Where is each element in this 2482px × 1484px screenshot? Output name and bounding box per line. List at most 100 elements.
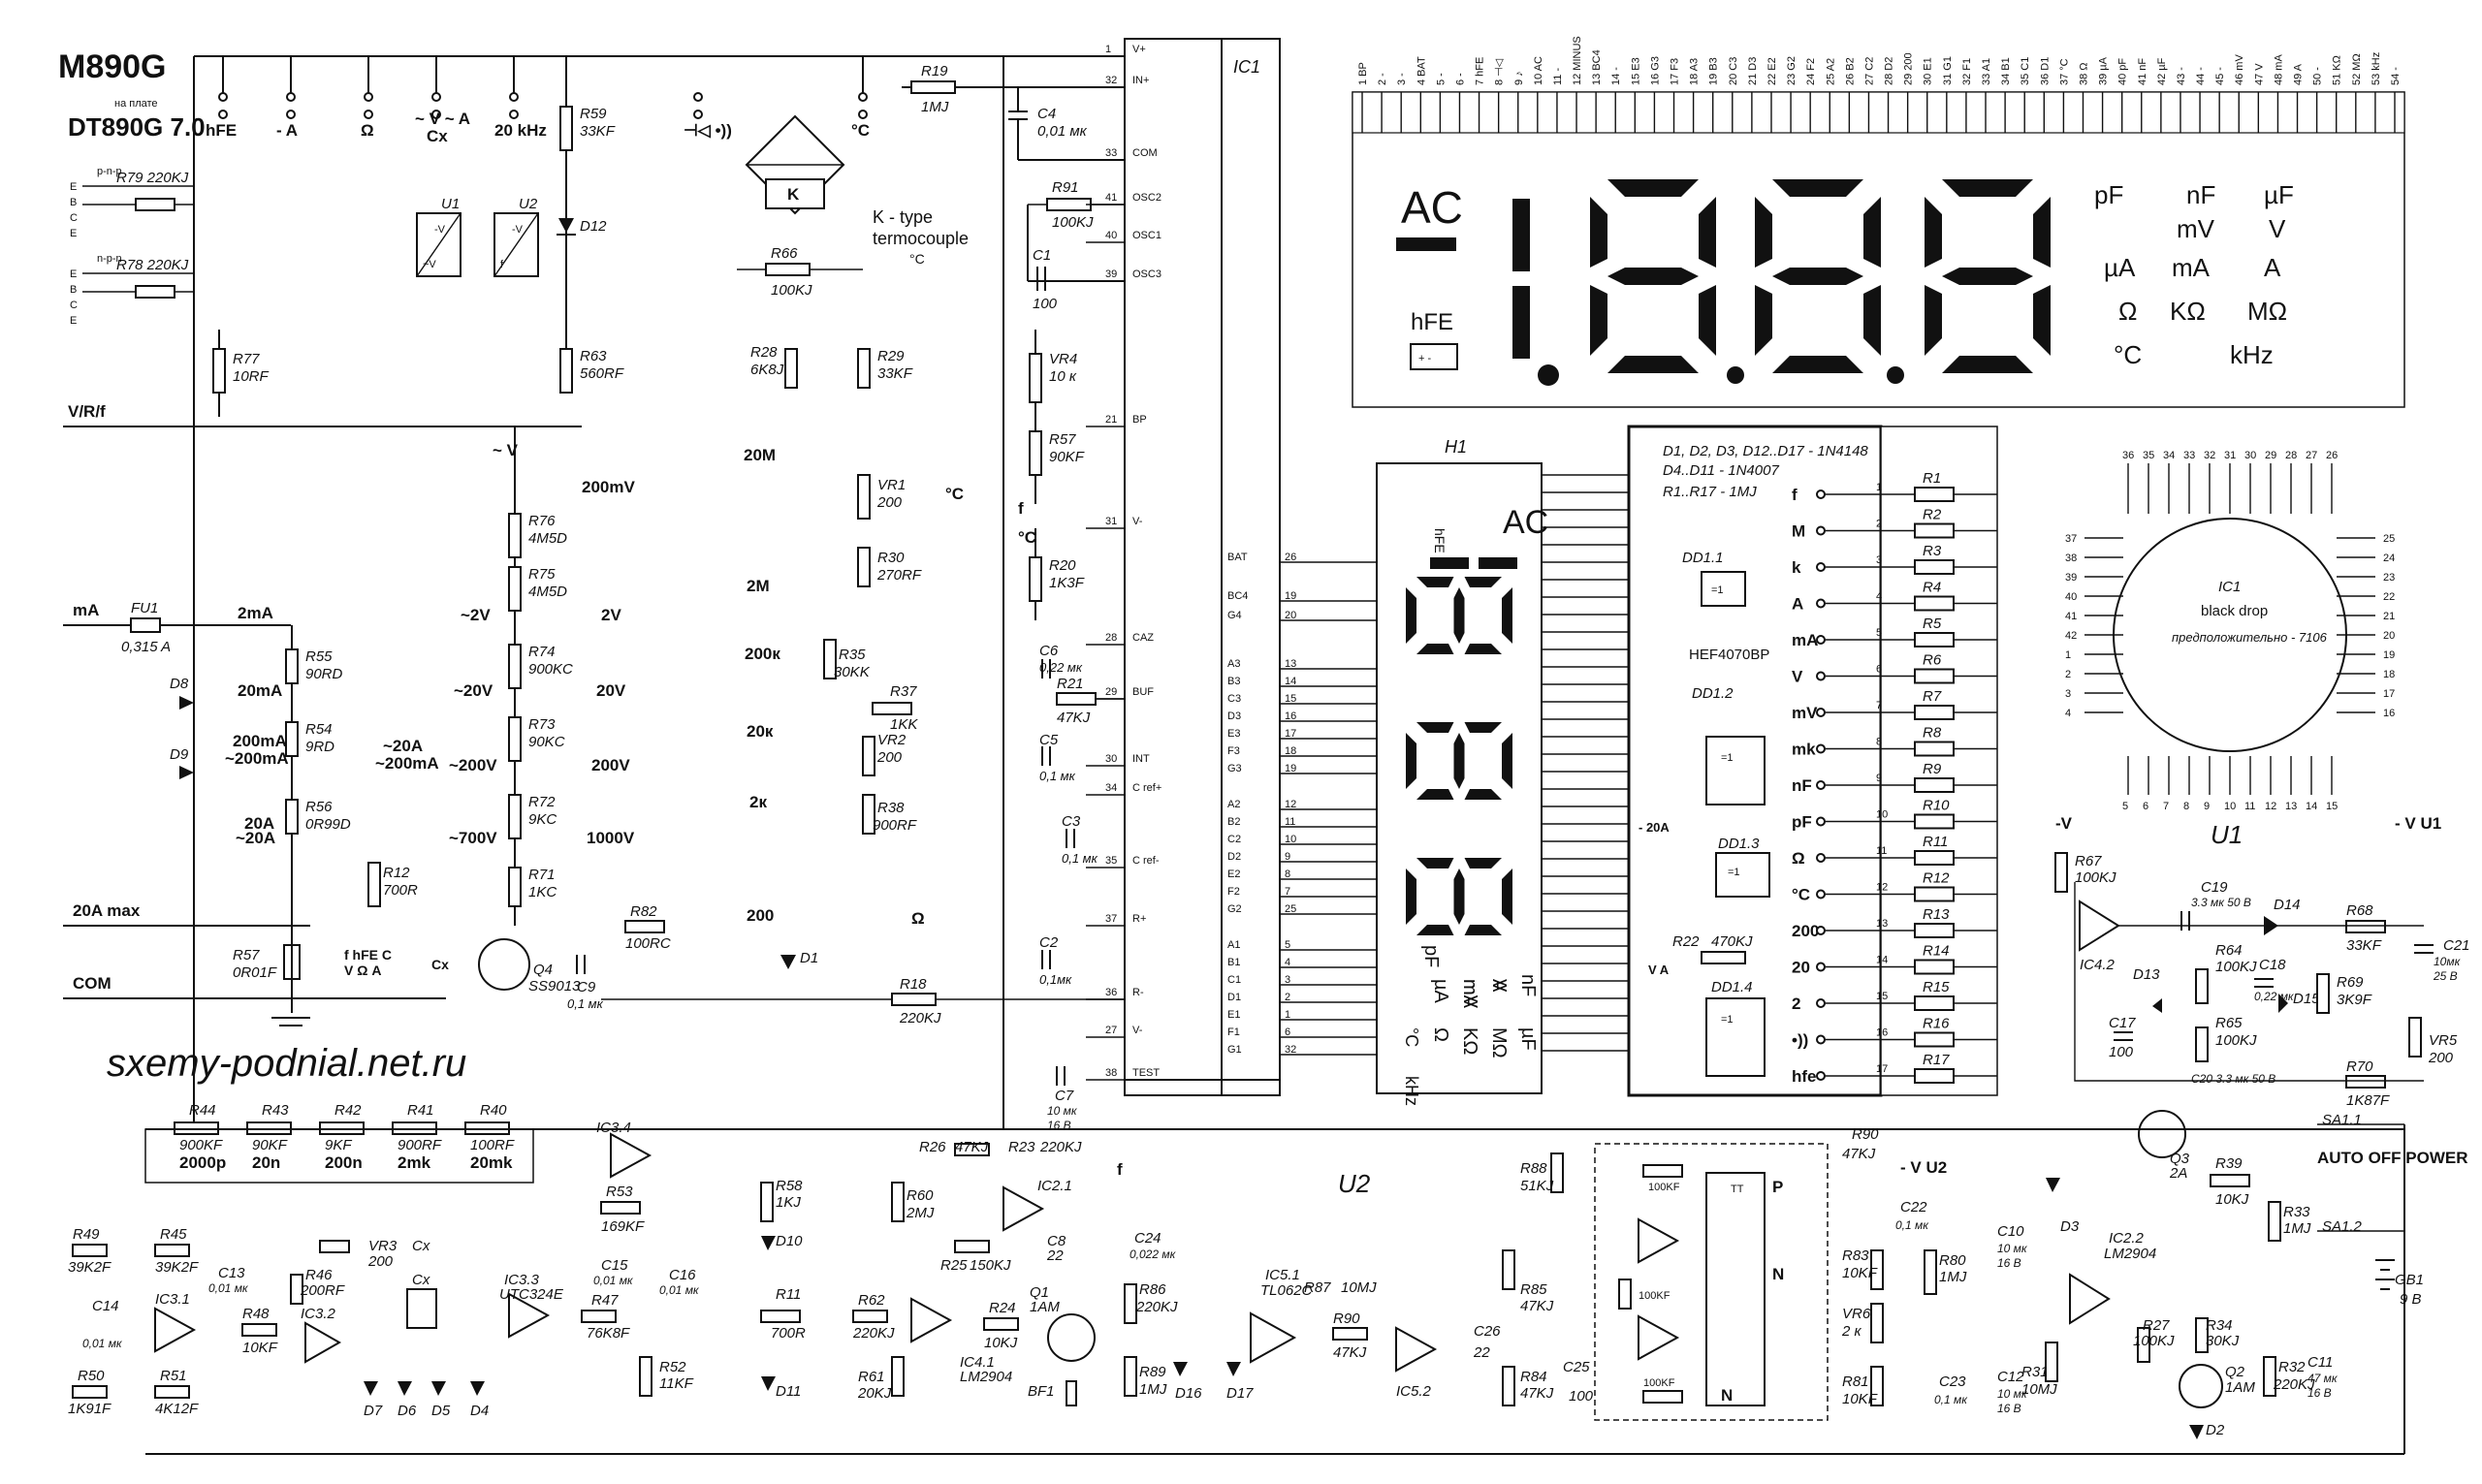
segment-a <box>1942 179 2033 197</box>
range-pin-number: 5 <box>1876 627 1882 639</box>
lcd-pin-label: 18 A3 <box>1689 58 1701 85</box>
ic1-pin-name: BUF <box>1132 686 1154 698</box>
svg-text:0,022 мк: 0,022 мк <box>1130 1247 1177 1261</box>
svg-text:1K3F: 1K3F <box>1049 575 1085 591</box>
svg-text:µA: µA <box>1430 979 1451 1004</box>
svg-text:16 В: 16 В <box>2307 1386 2332 1400</box>
ic1-seg-pin-number: 9 <box>1285 851 1290 863</box>
cx-resistor-ref: R41 <box>407 1102 434 1119</box>
svg-text:R64: R64 <box>2215 942 2243 959</box>
svg-text:D9: D9 <box>170 746 189 763</box>
segment-d <box>1942 356 2033 373</box>
ic1-seg-pin-name: B3 <box>1227 676 1240 687</box>
svg-text:4M5D: 4M5D <box>528 584 567 600</box>
segment-g <box>1453 587 1465 644</box>
svg-text:C10: C10 <box>1997 1223 2024 1240</box>
segment-d <box>1406 733 1416 789</box>
svg-text:TL062C: TL062C <box>1260 1282 1313 1299</box>
segment-a <box>1502 587 1512 644</box>
svg-text:~2V: ~2V <box>461 606 491 624</box>
u2-converter: -V f U2 <box>493 196 539 277</box>
svg-text:°C: °C <box>909 251 925 267</box>
range-contact <box>1816 926 1826 935</box>
svg-text:R70: R70 <box>2346 1058 2373 1075</box>
cx-range-label: 20mk <box>470 1153 513 1172</box>
ic1-seg-pin-number: 25 <box>1285 903 1296 915</box>
supply-rails <box>145 1079 2405 1455</box>
svg-text:2A: 2A <box>2169 1165 2187 1182</box>
range-switch-label: mV <box>1792 704 1818 722</box>
ic1-seg-pin-name: C2 <box>1227 834 1241 845</box>
svg-text:R73: R73 <box>528 716 556 733</box>
svg-text:- 20A: - 20A <box>1639 820 1670 835</box>
ic1-seg-pin-number: 11 <box>1285 816 1295 828</box>
svg-text:39K2F: 39K2F <box>68 1259 111 1276</box>
svg-text:0,22 мк: 0,22 мк <box>2254 990 2295 1003</box>
svg-text:~V: ~V <box>423 259 436 270</box>
lcd-pin-label: 34 B1 <box>2000 57 2012 85</box>
range-resistor <box>1914 813 1955 830</box>
cx-resistor-ref: R40 <box>480 1102 507 1119</box>
website-watermark: sxemy-podnial.net.ru <box>107 1042 466 1085</box>
range-resistor <box>1914 850 1955 866</box>
svg-text:D8: D8 <box>170 676 189 692</box>
svg-text:1MJ: 1MJ <box>1139 1381 1167 1398</box>
svg-text:=1: =1 <box>1721 1014 1734 1026</box>
lcd-pin-label: 43 - <box>2176 67 2187 85</box>
u1-circuit: U1 -V - V U1 IC4.2 R67 100KJ C19 3.3 мк … <box>2054 814 2470 1109</box>
svg-text:IC1: IC1 <box>2218 579 2241 595</box>
svg-text:R38: R38 <box>877 800 905 816</box>
svg-text:0,1 мк: 0,1 мк <box>1895 1218 1929 1232</box>
ic1-seg-pin-number: 16 <box>1285 710 1296 722</box>
drop-pin-top-label: 35 <box>2143 450 2154 461</box>
svg-text:10KF: 10KF <box>242 1340 278 1356</box>
svg-text:20к: 20к <box>747 722 774 741</box>
cx-resistor-value: 900KF <box>179 1137 223 1153</box>
ic1-seg-pin-name: D1 <box>1227 992 1241 1003</box>
segment-b <box>1464 789 1502 800</box>
svg-text:VR3: VR3 <box>368 1238 398 1254</box>
ic1-seg-pin-number: 17 <box>1285 728 1296 740</box>
svg-text:700R: 700R <box>771 1325 806 1342</box>
segment-f <box>1925 197 1942 268</box>
svg-text:n-p-n: n-p-n <box>97 253 122 265</box>
segment-d <box>1607 356 1699 373</box>
svg-text:1KJ: 1KJ <box>776 1194 801 1211</box>
svg-text:51KJ: 51KJ <box>1520 1178 1554 1194</box>
drop-pin-left-label: 42 <box>2065 630 2077 642</box>
svg-text:C23: C23 <box>1939 1373 1966 1390</box>
svg-text:Ω: Ω <box>911 909 925 928</box>
range-pin-number: 1 <box>1876 482 1882 493</box>
range-contact <box>1816 598 1826 609</box>
segment-f <box>1464 858 1502 868</box>
svg-text:U2: U2 <box>519 196 538 212</box>
range-switch-label: 200 <box>1792 922 1819 940</box>
range-pin-number: 10 <box>1876 809 1888 821</box>
svg-text:200: 200 <box>876 749 903 766</box>
svg-text:- V U1: - V U1 <box>2395 814 2441 833</box>
svg-text:1MJ: 1MJ <box>2283 1220 2311 1237</box>
ic1-seg-pin-number: 8 <box>1285 868 1290 880</box>
lcd-pin-label: 38 Ω <box>2078 62 2089 85</box>
fn-label-minus-a: - A <box>276 121 298 140</box>
drop-pin-left-label: 40 <box>2065 591 2077 603</box>
range-resistor-label: R13 <box>1923 906 1950 923</box>
drop-pin-bottom-label: 13 <box>2285 801 2297 812</box>
svg-text:~20A: ~20A <box>236 829 275 847</box>
ic1-seg-pin-name: BAT <box>1227 552 1248 563</box>
range-resistor-label: R17 <box>1923 1052 1950 1068</box>
svg-text:0R01F: 0R01F <box>233 964 277 981</box>
cx-range-label: 2mk <box>398 1153 431 1172</box>
svg-text:200mA: 200mA <box>233 732 287 750</box>
svg-text:LM2904: LM2904 <box>960 1369 1012 1385</box>
range-contact <box>1816 635 1826 645</box>
ic1-pin-name: V- <box>1132 1025 1143 1036</box>
ic1-seg-pin-name: F1 <box>1227 1026 1240 1038</box>
svg-text:black drop: black drop <box>2201 603 2268 619</box>
ic1-seg-pin-name: E3 <box>1227 728 1240 740</box>
svg-text:E: E <box>70 228 77 239</box>
svg-text:9 В: 9 В <box>2400 1291 2422 1308</box>
ic1-pin-number: 33 <box>1105 147 1117 159</box>
drop-pin-bottom-label: 6 <box>2143 801 2148 812</box>
